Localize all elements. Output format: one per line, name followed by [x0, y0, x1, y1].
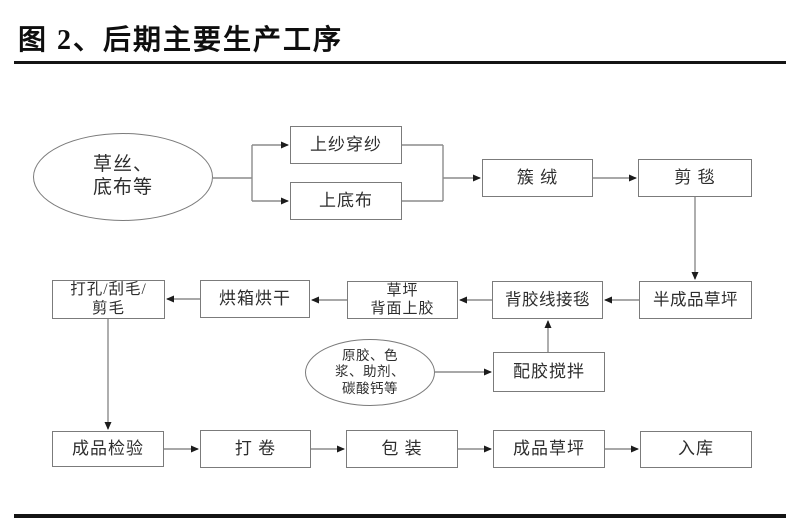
flow-node-warehousing: 入库 [640, 431, 752, 468]
flow-node-packaging: 包 装 [346, 430, 458, 468]
flow-node-glue-mixing: 配胶搅拌 [493, 352, 605, 392]
flow-node-rolling: 打 卷 [200, 430, 311, 468]
flow-node-tufting: 簇 绒 [482, 159, 593, 197]
flow-node-oven-drying: 烘箱烘干 [200, 280, 310, 318]
flow-node-base-cloth: 上底布 [290, 182, 402, 220]
flow-node-carpet-cutting: 剪 毯 [638, 159, 752, 197]
connector-materials-branch [213, 144, 444, 202]
figure-title: 图 2、后期主要生产工序 [18, 25, 344, 56]
flow-node-punch-scrape-trim: 打孔/刮毛/ 剪毛 [52, 280, 165, 319]
flow-node-glue-line-joining: 背胶线接毯 [492, 281, 603, 319]
footer-rule [14, 514, 786, 518]
flow-node-final-inspection: 成品检验 [52, 431, 164, 467]
flow-node-yarn-threading: 上纱穿纱 [290, 126, 402, 164]
flow-node-glue-ingredients: 原胶、色 浆、助剂、 碳酸钙等 [305, 339, 435, 406]
flow-node-back-gluing: 草坪 背面上胶 [347, 281, 458, 319]
flow-node-semi-finished-turf: 半成品草坪 [639, 281, 752, 319]
flow-node-materials: 草丝、 底布等 [33, 133, 213, 221]
title-underline [14, 61, 786, 64]
flow-node-finished-turf: 成品草坪 [493, 430, 605, 468]
